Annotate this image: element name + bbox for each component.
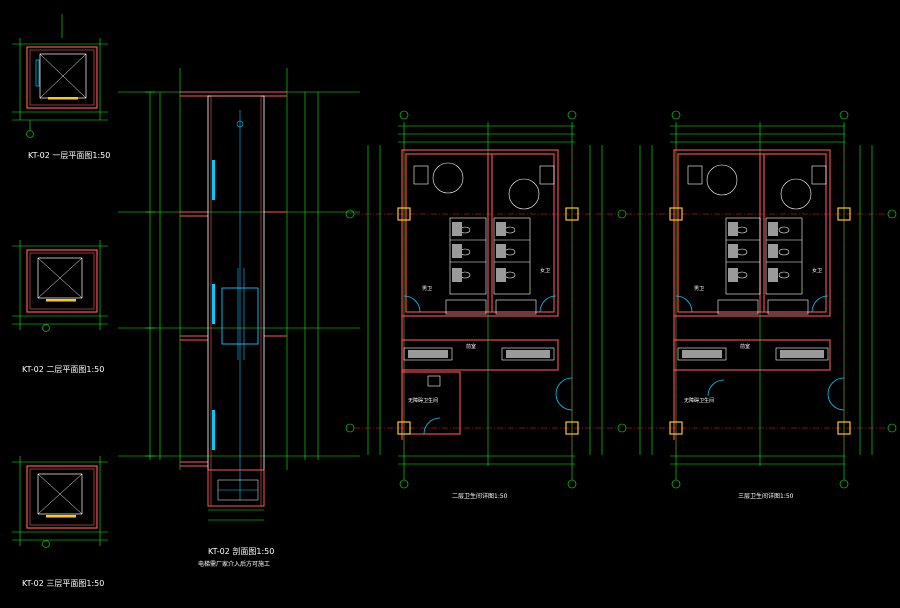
section-title: KT-02 剖面图1:50 [208,546,274,556]
room-label-accessible: 无障碍卫生间 [408,397,438,404]
elevator-section: KT-02 剖面图1:50 电梯需厂家介入后方可施工 [118,68,360,568]
elevator-plan-first-floor: KT-02 一层平面图1:50 [12,14,110,160]
room-label-mens: 男卫 [422,286,432,292]
washroom-plan-third-floor: 男卫 女卫 前室 无障碍卫生间 三层卫生间详图1:50 [626,110,897,500]
plan-title-second-floor: KT-02 二层平面图1:50 [22,365,104,374]
washroom-plan-title-1: 二层卫生间详图1:50 [452,492,508,500]
washroom-plan-title-2: 三层卫生间详图1:50 [738,492,794,500]
section-note: 电梯需厂家介入后方可施工 [198,560,270,568]
elevator-plan-third-floor: KT-02 三层平面图1:50 [12,456,108,588]
washroom-plan-second-floor: 男卫 女卫 前室 无障碍卫生间 二层卫生间详图1:50 [345,110,627,500]
room-label-womens-2: 女卫 [812,267,822,274]
plan-title-third-floor: KT-02 三层平面图1:50 [22,579,104,588]
plan-title-first-floor: KT-02 一层平面图1:50 [28,151,110,160]
room-label-anteroom-2: 前室 [740,343,750,350]
room-label-womens: 女卫 [540,267,550,274]
room-label-mens-2: 男卫 [694,286,704,292]
room-label-anteroom: 前室 [466,343,476,350]
room-label-accessible-2: 无障碍卫生间 [684,397,714,404]
elevator-plan-second-floor: KT-02 二层平面图1:50 [12,240,108,374]
